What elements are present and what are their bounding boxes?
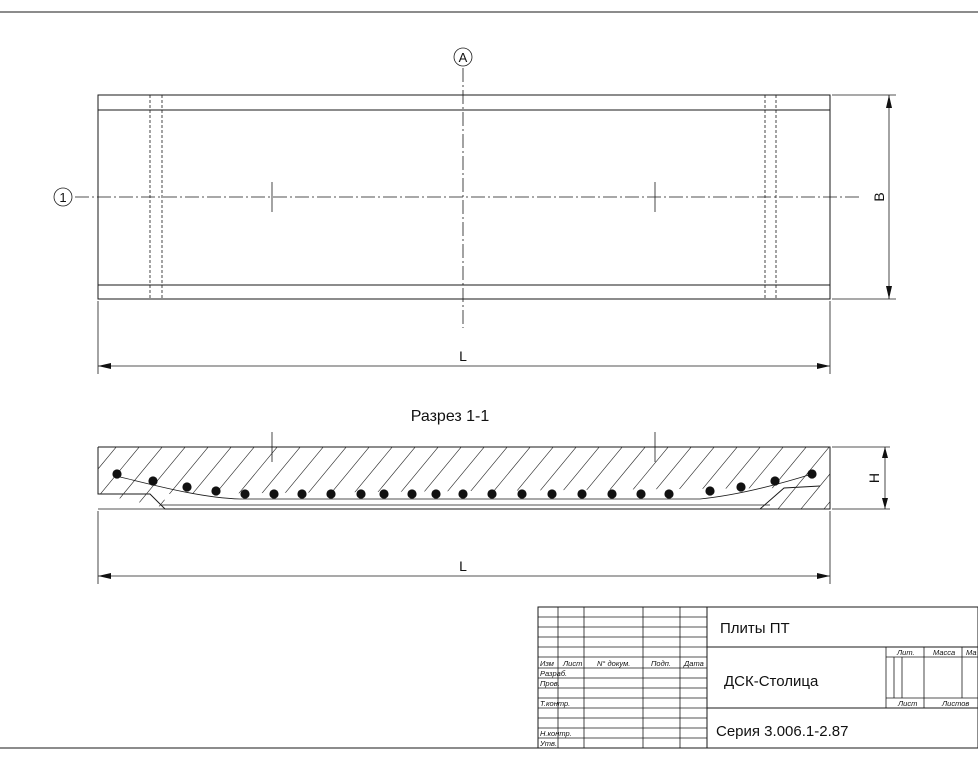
dimension-h: H: [832, 446, 890, 510]
dim-l-section-label: L: [459, 558, 467, 574]
section-outline-left: [97, 447, 760, 510]
row-utv: Утв.: [539, 739, 557, 748]
hatch-line: [98, 447, 123, 509]
rebar-dot: [547, 489, 557, 499]
axis-1-label: 1: [59, 190, 66, 205]
hatch-line: [174, 447, 238, 509]
hatch-line: [312, 447, 376, 509]
row-tkontr: Т.контр.: [540, 699, 570, 708]
dim-h-label: H: [866, 473, 882, 483]
rebar-dots: [112, 469, 817, 499]
title-block: Изм Лист N° докум. Подп. Дата Разраб. Пр…: [537, 606, 978, 749]
section-outline-right: [98, 446, 831, 510]
col-data: Дата: [683, 659, 704, 668]
series-name: Серия 3.006.1-2.87: [716, 723, 848, 740]
hatch-line: [749, 447, 813, 509]
rebar-dot: [517, 489, 527, 499]
rebar-dot: [269, 489, 279, 499]
hatch-line: [818, 447, 830, 509]
rebar-dot: [407, 489, 417, 499]
axis-a-marker: A: [453, 47, 473, 67]
rebar-dot: [577, 489, 587, 499]
hatch-line: [450, 447, 514, 509]
hatch-line: [473, 447, 537, 509]
hatch-line: [726, 447, 790, 509]
rebar-dot: [431, 489, 441, 499]
rebar-dot: [458, 489, 468, 499]
massa-label: Масса: [933, 648, 955, 657]
dimension-l-plan: L: [97, 301, 831, 374]
hatch-line: [335, 447, 399, 509]
hatch-line: [795, 447, 830, 509]
plan-view: A 1 B L: [53, 47, 896, 374]
hatch-line: [496, 447, 560, 509]
rebar-dot: [326, 489, 336, 499]
row-prov: Пров.: [540, 679, 560, 688]
hatch-line: [542, 447, 606, 509]
hatch-line: [220, 447, 284, 509]
hatch-line: [772, 447, 830, 509]
list-label: Лист: [897, 699, 917, 708]
rebar-dot: [736, 482, 746, 492]
hatch-line: [565, 447, 629, 509]
hatch-line: [888, 440, 950, 515]
hatch-line: [611, 447, 675, 509]
row-razrab: Разраб.: [540, 669, 567, 678]
rebar-dot: [112, 469, 122, 479]
organization-name: ДСК-Столица: [724, 673, 819, 690]
hatch-line: [151, 447, 215, 509]
hatch-line: [358, 447, 422, 509]
product-name: Плиты ПТ: [720, 620, 790, 637]
dim-b-label: B: [871, 192, 887, 201]
rebar-dot: [240, 489, 250, 499]
col-ndoc: N° докум.: [597, 659, 630, 668]
hatch-line: [98, 447, 146, 509]
dimension-b: B: [832, 94, 896, 300]
rebar-dot: [664, 489, 674, 499]
rebar-dot: [148, 476, 158, 486]
listov-label: Листов: [941, 699, 969, 708]
col-podp: Подп.: [651, 659, 671, 668]
hatch-line: [519, 447, 583, 509]
hatch-line: [197, 447, 261, 509]
concrete-hatching: [98, 440, 950, 515]
rebar-dot: [807, 469, 817, 479]
rebar-dot: [487, 489, 497, 499]
rebar-dot: [297, 489, 307, 499]
axis-1-marker: 1: [53, 187, 73, 207]
section-view: H L: [97, 432, 950, 584]
sheet-frame: [0, 11, 978, 749]
hatch-line: [243, 447, 307, 509]
rebar-dot: [607, 489, 617, 499]
rebar-dot: [770, 476, 780, 486]
row-nkontr: Н.контр.: [540, 729, 572, 738]
axis-a-label: A: [459, 50, 468, 65]
col-izm: Изм: [540, 659, 554, 668]
hatch-line: [634, 447, 698, 509]
section-title: Разрез 1-1: [411, 408, 490, 425]
rebar-dot: [636, 489, 646, 499]
hatch-line: [381, 447, 445, 509]
dimension-l-section: L: [97, 511, 831, 584]
hatch-line: [289, 447, 353, 509]
rebar-dot: [379, 489, 389, 499]
hatch-line: [703, 447, 767, 509]
rebar-dot: [705, 486, 715, 496]
hatch-line: [657, 447, 721, 509]
col-list: Лист: [562, 659, 582, 668]
hatch-line: [404, 447, 468, 509]
hatch-line: [427, 447, 491, 509]
rebar-dot: [356, 489, 366, 499]
hatch-line: [266, 447, 330, 509]
hatch-line: [588, 447, 652, 509]
hatch-line: [680, 447, 744, 509]
dim-l-plan-label: L: [459, 348, 467, 364]
lit-label: Лит.: [896, 648, 915, 657]
masshtab-label: Ма: [966, 648, 977, 657]
rebar-dot: [182, 482, 192, 492]
rebar-dot: [211, 486, 221, 496]
